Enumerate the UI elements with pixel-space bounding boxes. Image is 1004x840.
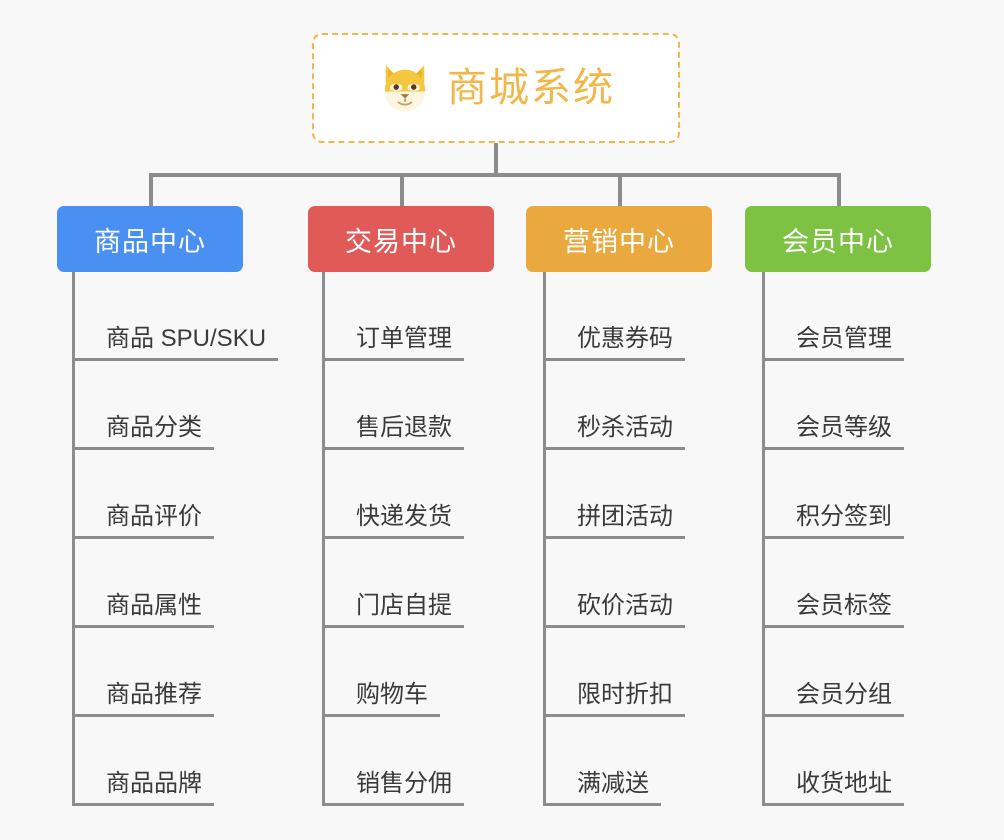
shiba-dog-face-icon <box>377 60 433 116</box>
connector-drop-3 <box>618 173 622 208</box>
leaf-item[interactable]: 商品评价 <box>72 450 278 539</box>
leaf-item[interactable]: 快递发货 <box>322 450 464 539</box>
leaf-item[interactable]: 砍价活动 <box>543 539 685 628</box>
leaf-label: 售后退款 <box>322 414 464 450</box>
leaf-item[interactable]: 购物车 <box>322 628 464 717</box>
leaf-label: 限时折扣 <box>543 681 685 717</box>
branch-items-3: 会员管理 会员等级 积分签到 会员标签 会员分组 收货地址 <box>762 272 904 806</box>
leaf-item[interactable]: 商品 SPU/SKU <box>72 272 279 361</box>
leaf-label: 销售分佣 <box>322 770 464 806</box>
branch-items-2: 优惠券码 秒杀活动 拼团活动 砍价活动 限时折扣 满减送 <box>543 272 685 806</box>
connector-drop-4 <box>837 173 841 208</box>
branch-spine <box>543 272 546 806</box>
leaf-item[interactable]: 会员标签 <box>762 539 904 628</box>
branch-spine <box>322 272 325 806</box>
leaf-item[interactable]: 会员管理 <box>762 272 904 361</box>
leaf-label: 秒杀活动 <box>543 414 685 450</box>
root-title: 商城系统 <box>447 66 615 110</box>
branch-header-label: 商品中心 <box>94 226 206 257</box>
leaf-label: 商品推荐 <box>72 681 214 717</box>
root-node[interactable]: 商城系统 <box>312 33 680 143</box>
branch-items-0: 商品 SPU/SKU 商品分类 商品评价 商品属性 商品推荐 商品品牌 <box>72 272 279 806</box>
branch-header-label: 会员中心 <box>782 226 894 257</box>
leaf-label: 拼团活动 <box>543 503 685 539</box>
leaf-item[interactable]: 秒杀活动 <box>543 361 685 450</box>
branch-header-3[interactable]: 会员中心 <box>745 206 931 272</box>
leaf-label: 商品 SPU/SKU <box>72 325 279 361</box>
leaf-label: 订单管理 <box>322 325 464 361</box>
leaf-item[interactable]: 会员等级 <box>762 361 904 450</box>
leaf-item[interactable]: 限时折扣 <box>543 628 685 717</box>
branch-header-2[interactable]: 营销中心 <box>526 206 712 272</box>
leaf-item[interactable]: 会员分组 <box>762 628 904 717</box>
leaf-label: 优惠券码 <box>543 325 685 361</box>
leaf-label: 满减送 <box>543 770 661 806</box>
leaf-item[interactable]: 商品属性 <box>72 539 278 628</box>
leaf-label: 会员标签 <box>762 592 904 628</box>
branch-header-label: 交易中心 <box>345 226 457 257</box>
leaf-label: 会员等级 <box>762 414 904 450</box>
connector-root-stem <box>494 143 498 177</box>
leaf-label: 快递发货 <box>322 503 464 539</box>
leaf-item[interactable]: 订单管理 <box>322 272 464 361</box>
branch-spine <box>762 272 765 806</box>
leaf-item[interactable]: 积分签到 <box>762 450 904 539</box>
connector-drop-1 <box>149 173 153 208</box>
connector-bus <box>149 173 841 177</box>
leaf-item[interactable]: 商品分类 <box>72 361 278 450</box>
leaf-label: 会员分组 <box>762 681 904 717</box>
branch-items-1: 订单管理 售后退款 快递发货 门店自提 购物车 销售分佣 <box>322 272 464 806</box>
leaf-item[interactable]: 门店自提 <box>322 539 464 628</box>
leaf-label: 积分签到 <box>762 503 904 539</box>
leaf-label: 购物车 <box>322 681 440 717</box>
leaf-label: 商品评价 <box>72 503 214 539</box>
leaf-label: 商品品牌 <box>72 770 214 806</box>
leaf-label: 商品属性 <box>72 592 214 628</box>
leaf-label: 砍价活动 <box>543 592 685 628</box>
leaf-label: 收货地址 <box>762 770 904 806</box>
leaf-label: 门店自提 <box>322 592 464 628</box>
leaf-label: 商品分类 <box>72 414 214 450</box>
leaf-label: 会员管理 <box>762 325 904 361</box>
leaf-item[interactable]: 销售分佣 <box>322 717 464 806</box>
branch-header-label: 营销中心 <box>563 226 675 257</box>
leaf-item[interactable]: 收货地址 <box>762 717 904 806</box>
leaf-item[interactable]: 售后退款 <box>322 361 464 450</box>
connector-drop-2 <box>400 173 404 208</box>
leaf-item[interactable]: 商品推荐 <box>72 628 278 717</box>
branch-spine <box>72 272 75 806</box>
leaf-item[interactable]: 商品品牌 <box>72 717 278 806</box>
branch-header-0[interactable]: 商品中心 <box>57 206 243 272</box>
leaf-item[interactable]: 优惠券码 <box>543 272 685 361</box>
branch-header-1[interactable]: 交易中心 <box>308 206 494 272</box>
leaf-item[interactable]: 拼团活动 <box>543 450 685 539</box>
leaf-item[interactable]: 满减送 <box>543 717 685 806</box>
